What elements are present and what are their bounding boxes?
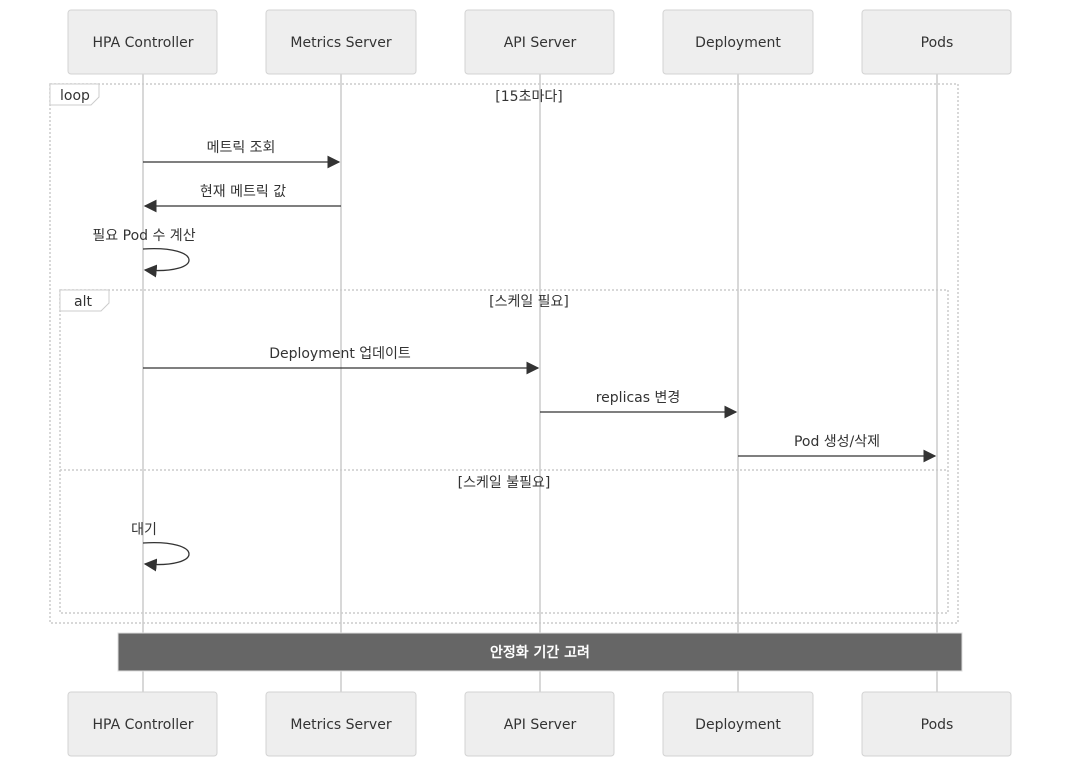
loop-frame: loop [15초마다] [49,83,959,624]
loop-condition: [15초마다] [495,89,562,105]
message-create-delete-pods: Pod 생성/삭제 [738,434,937,463]
message-calc-pods: 필요 Pod 수 계산 [92,228,196,278]
actor-metrics-server: Metrics Server [265,9,417,75]
alt-condition: [스케일 필요] [489,294,569,310]
alt-else-condition: [스케일 불필요] [458,475,551,491]
message-label: 현재 메트릭 값 [200,184,286,200]
stabilization-note: 안정화 기간 고려 [117,632,963,672]
message-change-replicas: replicas 변경 [540,390,738,419]
actor-label: Pods [921,717,954,733]
actor-hpa-controller: HPA Controller [67,9,218,75]
actor-deployment-bottom: Deployment [662,691,814,757]
actor-api-server: API Server [464,9,615,75]
actors-top: HPA Controller Metrics Server API Server… [67,9,1012,75]
note-label: 안정화 기간 고려 [490,644,590,661]
message-label: 대기 [131,522,157,538]
actor-metrics-server-bottom: Metrics Server [265,691,417,757]
actor-label: Pods [921,35,954,51]
actor-label: API Server [504,717,577,733]
message-update-deployment: Deployment 업데이트 [143,346,540,375]
message-label: 메트릭 조회 [207,140,276,156]
actor-label: HPA Controller [93,35,194,51]
message-label: 필요 Pod 수 계산 [92,228,195,244]
message-get-metrics: 메트릭 조회 [143,140,341,169]
lifelines [142,74,938,692]
actor-deployment: Deployment [662,9,814,75]
actor-label: Deployment [695,35,781,51]
loop-keyword: loop [60,88,90,104]
actor-label: HPA Controller [93,717,194,733]
actor-label: API Server [504,35,577,51]
actor-label: Deployment [695,717,781,733]
actor-api-server-bottom: API Server [464,691,615,757]
alt-frame: alt [스케일 필요] [스케일 불필요] [59,289,949,614]
message-label: Deployment 업데이트 [269,346,411,362]
actor-label: Metrics Server [290,717,391,733]
actor-hpa-controller-bottom: HPA Controller [67,691,218,757]
actor-pods-bottom: Pods [861,691,1012,757]
actor-label: Metrics Server [290,35,391,51]
message-label: replicas 변경 [596,390,681,406]
actor-pods: Pods [861,9,1012,75]
alt-keyword: alt [74,294,92,310]
message-current-metrics: 현재 메트릭 값 [143,184,341,213]
message-label: Pod 생성/삭제 [794,434,880,450]
actors-bottom: HPA Controller Metrics Server API Server… [67,691,1012,757]
message-wait: 대기 [131,522,190,572]
